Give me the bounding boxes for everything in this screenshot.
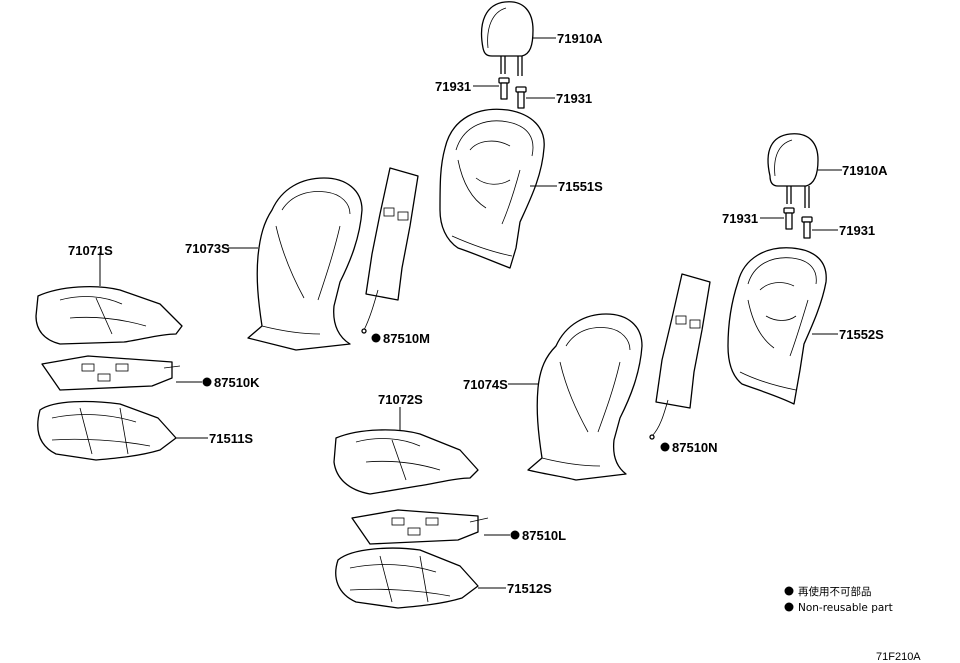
- label-71931-2: 71931: [556, 91, 592, 106]
- headrest-1: [480, 1, 534, 76]
- label-71074S: 71074S: [463, 377, 508, 392]
- headrest-guide-1b: [515, 86, 527, 109]
- label-71931-3: 71931: [722, 211, 758, 226]
- seat-heater-87510M: [361, 167, 419, 334]
- label-71931-1: 71931: [435, 79, 471, 94]
- label-87510N: 87510N: [672, 440, 718, 455]
- seatback-pad-71551S: [439, 108, 545, 269]
- headrest-2: [767, 133, 819, 208]
- cushion-cover-71071S: [35, 285, 183, 345]
- label-71073S: 71073S: [185, 241, 230, 256]
- label-71512S: 71512S: [507, 581, 552, 596]
- label-71552S: 71552S: [839, 327, 884, 342]
- seat-heater-87510N: [649, 273, 711, 440]
- label-71551S: 71551S: [558, 179, 603, 194]
- seatback-cover-71073S: [247, 177, 363, 351]
- legend: 再使用不可部品 Non-reusable part: [784, 585, 893, 614]
- label-87510M: 87510M: [383, 331, 430, 346]
- legend-japanese: 再使用不可部品: [798, 585, 872, 598]
- headrest-guide-2b: [801, 216, 813, 239]
- seat-heater-87510K: [41, 355, 181, 391]
- seatback-pad-71552S: [727, 247, 827, 405]
- cushion-pad-71512S: [335, 547, 479, 609]
- seat-heater-87510L: [351, 509, 489, 545]
- label-71910A-2: 71910A: [842, 163, 888, 178]
- label-71931-4: 71931: [839, 223, 875, 238]
- label-71071S: 71071S: [68, 243, 113, 258]
- cushion-cover-71072S: [333, 429, 479, 495]
- legend-dot-2: [784, 602, 794, 612]
- legend-english: Non-reusable part: [798, 602, 893, 614]
- seatback-cover-71074S: [527, 313, 643, 481]
- cushion-pad-71511S: [37, 400, 177, 461]
- headrest-guide-1a: [498, 77, 510, 100]
- figure-code: 71F210A: [876, 651, 921, 663]
- legend-dot-1: [784, 586, 794, 596]
- headrest-guide-2a: [783, 207, 795, 230]
- label-71910A-1: 71910A: [557, 31, 603, 46]
- label-71511S: 71511S: [209, 431, 253, 446]
- label-71072S: 71072S: [378, 392, 423, 407]
- label-87510L: 87510L: [522, 528, 566, 543]
- label-87510K: 87510K: [214, 375, 260, 390]
